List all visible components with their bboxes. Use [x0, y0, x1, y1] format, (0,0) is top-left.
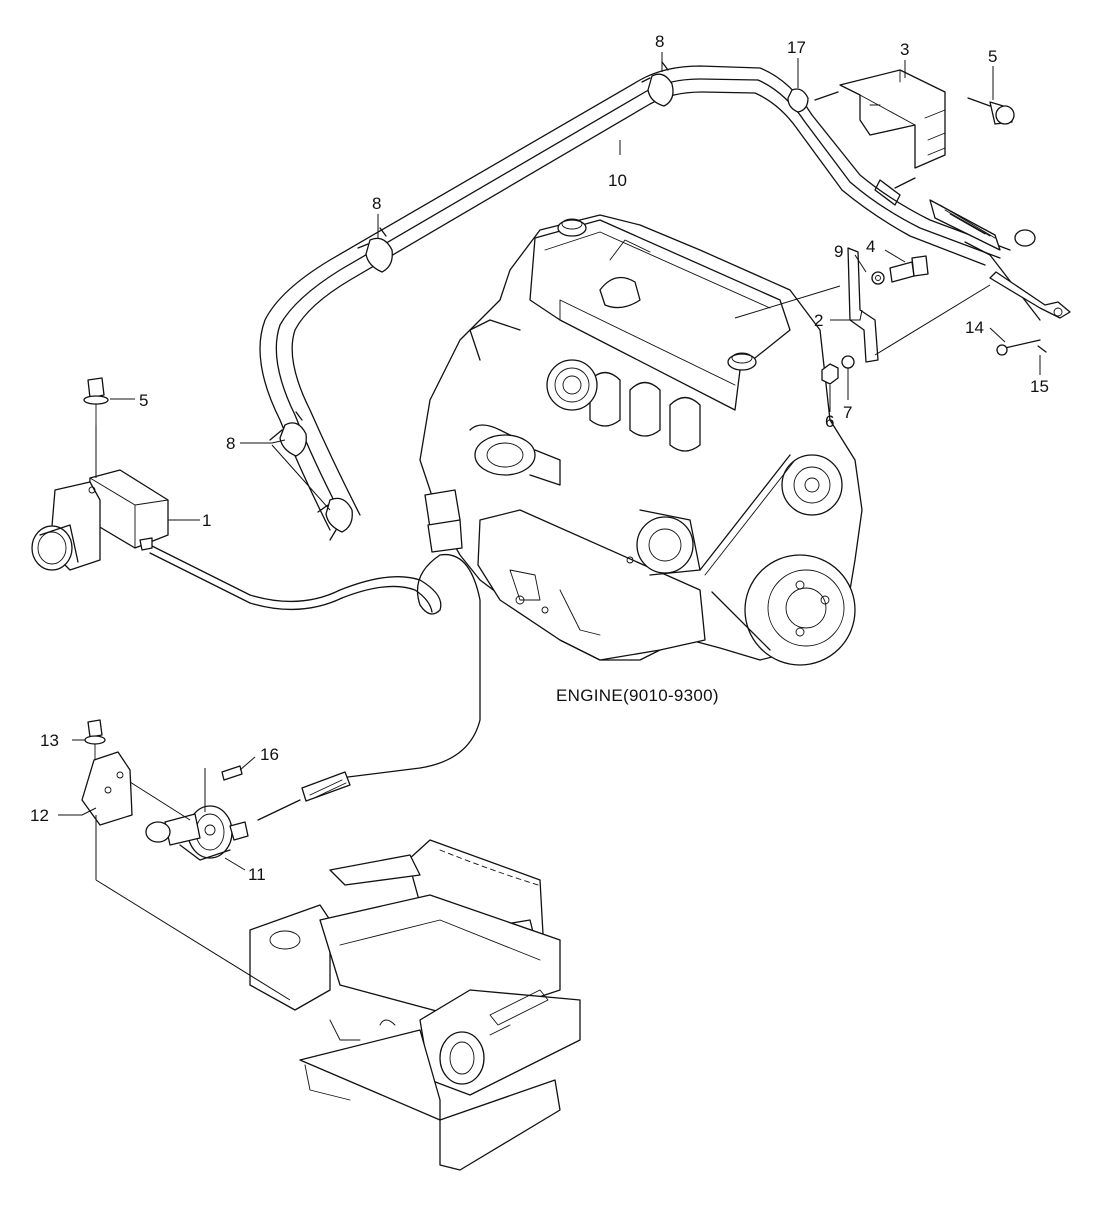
callout-14: 14 — [965, 318, 984, 337]
washer-7 — [841, 355, 855, 369]
leader-lines — [58, 52, 1041, 1001]
callout-2: 2 — [814, 311, 823, 330]
callout-5-top: 5 — [988, 47, 997, 66]
callout-10: 10 — [608, 171, 627, 190]
callout-12: 12 — [30, 806, 49, 825]
hand-throttle-11 — [145, 805, 249, 861]
callout-9: 9 — [834, 242, 843, 261]
callout-15: 15 — [1030, 377, 1049, 396]
nut-6 — [821, 363, 839, 385]
operator-seat — [249, 839, 581, 1171]
callout-labels: 8 17 3 5 10 8 9 4 2 14 15 5 6 7 8 1 ENGI… — [30, 32, 1049, 884]
engine-caption: ENGINE(9010-9300) — [556, 686, 719, 705]
cable-clamps — [269, 61, 809, 541]
stop-bracket-2 — [847, 247, 879, 363]
control-cable-assembly — [149, 65, 1071, 821]
callout-8-mid: 8 — [372, 194, 381, 213]
engine-illustration — [419, 214, 863, 666]
callout-5-left: 5 — [139, 391, 148, 410]
screw-16 — [221, 765, 243, 781]
bolt-4 — [889, 261, 915, 283]
callout-16: 16 — [260, 745, 279, 764]
callout-8-top: 8 — [655, 32, 664, 51]
bolt-5-left — [83, 377, 109, 478]
lever-bracket-12 — [81, 751, 133, 826]
callout-4: 4 — [866, 237, 875, 256]
callout-11: 11 — [248, 865, 266, 884]
actuator-1 — [31, 469, 169, 571]
callout-6: 6 — [825, 412, 834, 431]
callout-8-left: 8 — [226, 434, 235, 453]
callout-17: 17 — [787, 38, 806, 57]
callout-7: 7 — [843, 403, 852, 422]
cover-bracket-3 — [839, 69, 946, 169]
bolt-13 — [84, 719, 106, 761]
callout-13: 13 — [40, 731, 59, 750]
callout-3: 3 — [900, 40, 909, 59]
callout-1: 1 — [202, 511, 211, 530]
washer-9 — [871, 271, 885, 285]
